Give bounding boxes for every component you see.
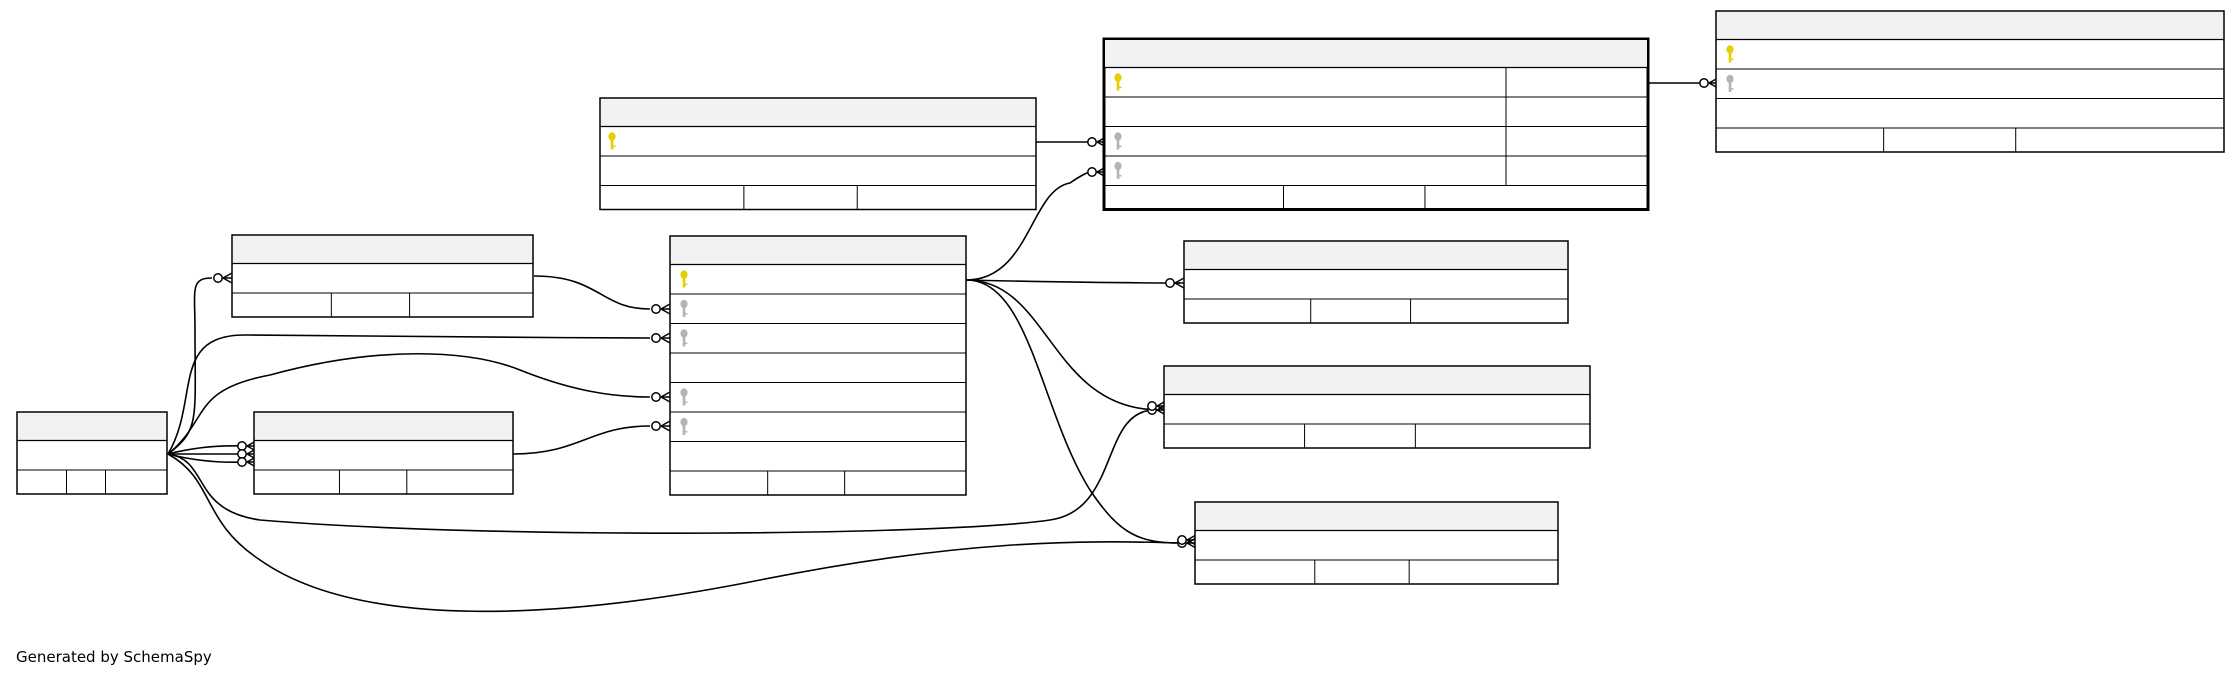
generated-by-label: Generated by SchemaSpy [16, 648, 212, 666]
column-row[interactable] [680, 417, 688, 435]
table-status[interactable] [1194, 501, 1559, 585]
rel-sessions-to-signups [533, 275, 651, 310]
table-param[interactable] [1715, 10, 2225, 153]
rel-user-to-status [167, 453, 1181, 613]
rel-signups-to-status [965, 279, 1181, 544]
table-user[interactable] [16, 411, 168, 495]
rel-signups-to-signupdata [965, 279, 1181, 284]
table-field[interactable] [599, 97, 1037, 211]
relationship-lines [167, 82, 1706, 613]
crow-signupdata [1165, 277, 1185, 289]
foreign-key-icon [1114, 161, 1122, 179]
column-row[interactable] [608, 132, 616, 150]
rel-signups-to-data [965, 171, 1091, 281]
foreign-key-icon [680, 417, 688, 435]
rel-job-to-signups [512, 425, 651, 455]
table-signups[interactable] [669, 235, 967, 496]
column-row[interactable] [1114, 156, 1507, 186]
rel-user-to-sessions [167, 277, 213, 455]
primary-key-icon [680, 270, 688, 288]
table-signupdata[interactable] [1183, 240, 1569, 324]
foreign-key-icon [1726, 74, 1734, 92]
column-row[interactable] [680, 270, 688, 288]
foreign-key-icon [680, 388, 688, 406]
table-sessions[interactable] [231, 234, 534, 318]
crow-signups-userid [651, 332, 671, 344]
rel-user-to-job-1 [167, 444, 246, 455]
rel-user-to-signups-userid [167, 334, 651, 455]
rel-signups-to-datesstatus [965, 279, 1161, 411]
table-datesstatus[interactable] [1163, 365, 1591, 449]
foreign-key-icon [680, 299, 688, 317]
table-data[interactable] [1102, 37, 1650, 211]
primary-key-icon [1726, 45, 1734, 63]
primary-key-icon [1114, 73, 1122, 91]
column-row[interactable] [680, 299, 688, 317]
crow-signups-sessionid [651, 303, 671, 315]
crow-signups-managerid [651, 391, 671, 403]
foreign-key-icon [680, 329, 688, 347]
column-row[interactable] [1114, 126, 1507, 157]
foreign-key-icon [1114, 132, 1122, 150]
crow-sessions [213, 272, 233, 284]
primary-key-icon [608, 132, 616, 150]
column-row[interactable] [1726, 45, 1734, 63]
rel-user-to-datesstatus [167, 409, 1156, 534]
crow-signups-jobassignmentid [651, 420, 671, 432]
table-job[interactable] [253, 411, 514, 495]
column-row[interactable] [680, 388, 688, 406]
column-row[interactable] [1726, 74, 1734, 92]
rel-user-to-signups-managerid [167, 353, 651, 455]
column-row[interactable] [680, 329, 688, 347]
column-row[interactable] [1114, 67, 1507, 98]
